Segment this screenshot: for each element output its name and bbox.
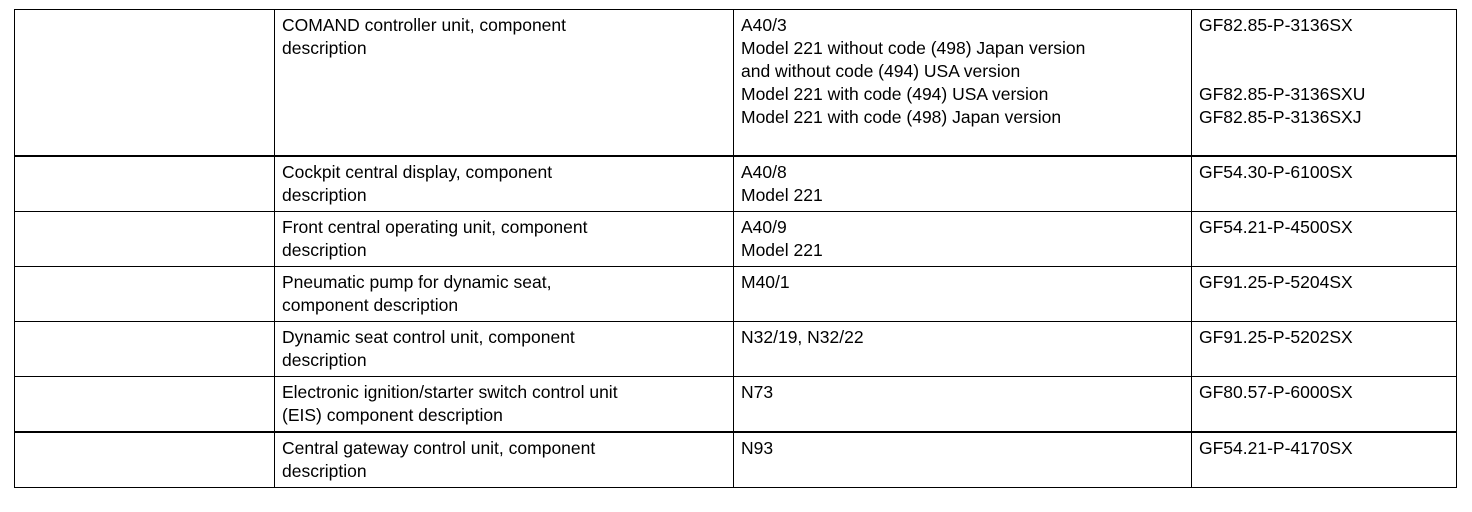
document-number-cell: GF54.21-P-4170SX <box>1191 431 1457 488</box>
description-cell-line: description <box>282 461 367 481</box>
document-number-cell-line: GF54.21-P-4170SX <box>1199 438 1353 458</box>
table-row: Electronic ignition/starter switch contr… <box>14 376 1457 433</box>
description-cell: Central gateway control unit, component d… <box>274 431 734 488</box>
description-cell: Cockpit central display, component descri… <box>274 155 734 212</box>
description-cell: Dynamic seat control unit, component desc… <box>274 321 734 377</box>
description-cell-line: description <box>282 185 367 205</box>
document-number-cell: GF82.85-P-3136SX GF82.85-P-3136SXU GF82.85… <box>1191 9 1457 157</box>
description-cell-line: Electronic ignition/starter switch contr… <box>282 382 618 402</box>
document-number-cell-line: GF54.30-P-6100SX <box>1199 162 1353 182</box>
table-row: Pneumatic pump for dynamic seat, componen… <box>14 266 1457 322</box>
identification-cell: N93 <box>733 431 1192 488</box>
identification-cell-line: Model 221 <box>741 185 823 205</box>
row-marker-cell <box>14 211 275 267</box>
description-cell-line: description <box>282 240 367 260</box>
identification-cell: N32/19, N32/22 <box>733 321 1192 377</box>
table-row: Central gateway control unit, component d… <box>14 431 1457 488</box>
document-number-cell-line: GF82.85-P-3136SX <box>1199 15 1353 35</box>
description-cell-line: COMAND controller unit, component <box>282 15 566 35</box>
document-number-cell-line <box>1199 37 1449 60</box>
description-cell-line: description <box>282 350 367 370</box>
document-number-cell-line: GF91.25-P-5204SX <box>1199 272 1353 292</box>
row-marker-cell <box>14 155 275 212</box>
row-marker-cell <box>14 321 275 377</box>
row-marker-cell <box>14 9 275 157</box>
identification-cell-line: A40/9 <box>741 217 787 237</box>
identification-cell: M40/1 <box>733 266 1192 322</box>
identification-cell-line: Model 221 with code (494) USA version <box>741 84 1049 104</box>
identification-cell-line: and without code (494) USA version <box>741 61 1021 81</box>
table-row: Dynamic seat control unit, component desc… <box>14 321 1457 377</box>
document-number-cell-line: GF91.25-P-5202SX <box>1199 327 1353 347</box>
document-number-cell: GF80.57-P-6000SX <box>1191 376 1457 433</box>
description-cell-line: description <box>282 38 367 58</box>
description-cell-line: component description <box>282 295 459 315</box>
document-number-cell: GF54.21-P-4500SX <box>1191 211 1457 267</box>
document-number-cell-line: GF54.21-P-4500SX <box>1199 217 1353 237</box>
description-cell-line: Cockpit central display, component <box>282 162 553 182</box>
description-cell: Electronic ignition/starter switch contr… <box>274 376 734 433</box>
identification-cell-line: N32/19, N32/22 <box>741 327 864 347</box>
description-cell-line: Central gateway control unit, component <box>282 438 596 458</box>
description-cell: COMAND controller unit, component descrip… <box>274 9 734 157</box>
identification-cell-line: A40/8 <box>741 162 787 182</box>
document-number-cell: GF54.30-P-6100SX <box>1191 155 1457 212</box>
table-row: Cockpit central display, component descri… <box>14 155 1457 212</box>
identification-cell-line: A40/3 <box>741 15 787 35</box>
description-cell-line: (EIS) component description <box>282 405 503 425</box>
identification-cell-line: M40/1 <box>741 272 790 292</box>
description-cell-line: Pneumatic pump for dynamic seat, <box>282 272 552 292</box>
row-marker-cell <box>14 266 275 322</box>
identification-cell-line: Model 221 without code (498) Japan versi… <box>741 38 1086 58</box>
identification-cell-line: N93 <box>741 438 774 458</box>
description-cell: Front central operating unit, component d… <box>274 211 734 267</box>
description-cell: Pneumatic pump for dynamic seat, componen… <box>274 266 734 322</box>
description-cell-line: Front central operating unit, component <box>282 217 588 237</box>
row-marker-cell <box>14 376 275 433</box>
table-row: COMAND controller unit, component descrip… <box>14 9 1457 157</box>
identification-cell: N73 <box>733 376 1192 433</box>
component-reference-table: COMAND controller unit, component descrip… <box>14 9 1457 488</box>
identification-cell-line: N73 <box>741 382 774 402</box>
table-row: Front central operating unit, component d… <box>14 211 1457 267</box>
document-number-cell-line <box>1199 60 1449 83</box>
document-number-cell: GF91.25-P-5202SX <box>1191 321 1457 377</box>
document-number-cell-line: GF80.57-P-6000SX <box>1199 382 1353 402</box>
document-number-cell-line: GF82.85-P-3136SXU <box>1199 84 1366 104</box>
document-number-cell: GF91.25-P-5204SX <box>1191 266 1457 322</box>
identification-cell-line: Model 221 <box>741 240 823 260</box>
row-marker-cell <box>14 431 275 488</box>
description-cell-line: Dynamic seat control unit, component <box>282 327 575 347</box>
identification-cell-line: Model 221 with code (498) Japan version <box>741 107 1062 127</box>
table-body: COMAND controller unit, component descrip… <box>14 9 1457 488</box>
document-number-cell-line: GF82.85-P-3136SXJ <box>1199 107 1362 127</box>
